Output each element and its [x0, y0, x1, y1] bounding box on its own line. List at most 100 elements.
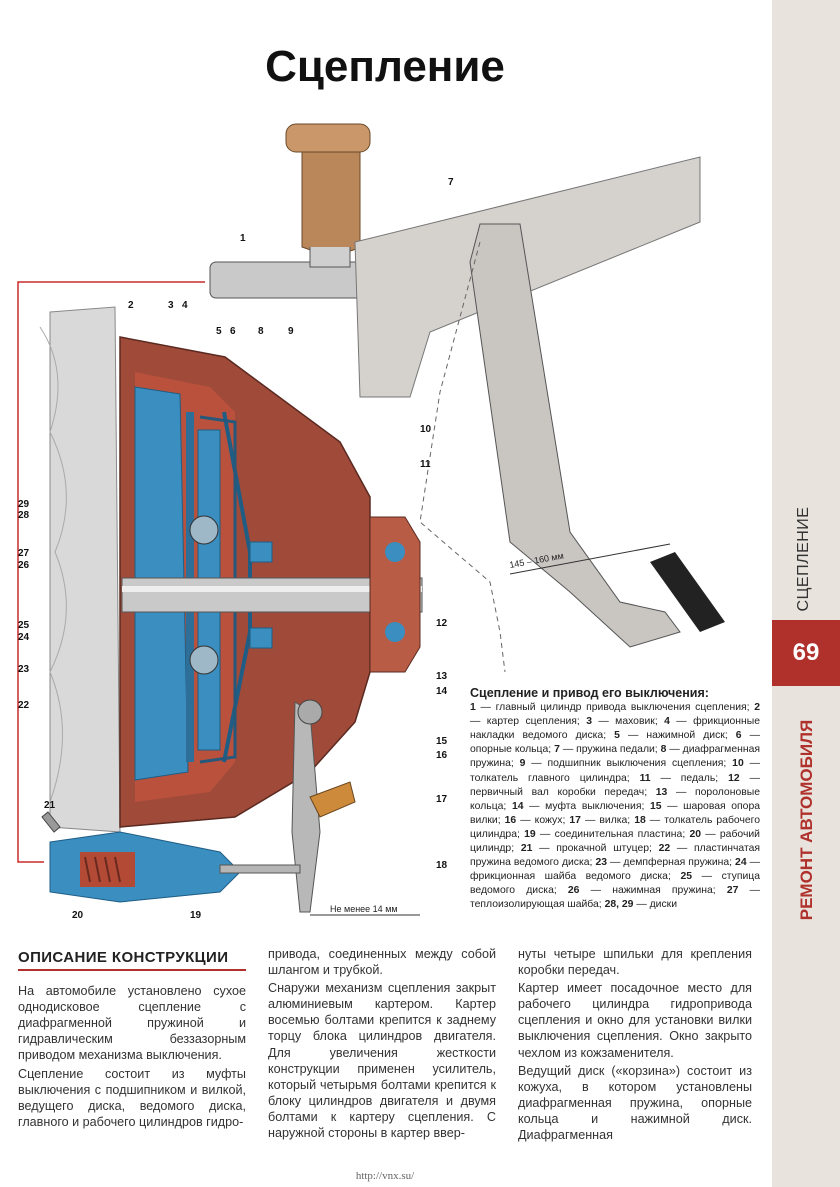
- legend-number: 26: [567, 885, 580, 897]
- legend-text: — нажимной диск;: [619, 730, 736, 742]
- bleeder-fitting: [41, 811, 61, 833]
- legend-number: 25: [680, 871, 692, 883]
- text-column-1: ОПИСАНИЕ КОНСТРУКЦИИ На автомобиле устан…: [18, 949, 246, 1132]
- legend-text: — теплоизолирующая шайба;: [470, 885, 760, 911]
- legend-text: — шаровая опора вилки;: [470, 800, 760, 826]
- legend-number: 8: [660, 744, 667, 756]
- caption-legend: 1 — главный цилиндр привода выключения с…: [470, 702, 760, 910]
- callout-11: 11: [420, 459, 431, 470]
- pedal-dimension-line: [509, 543, 671, 575]
- callout-26: 26: [18, 560, 30, 571]
- paragraph: Снаружи механизм сцепления закрыт алюмин…: [268, 981, 496, 1141]
- clutch-pedal: [469, 223, 681, 648]
- legend-number: 12: [728, 772, 740, 784]
- gearbox-bearing-housing: [369, 516, 421, 673]
- legend-number: 7: [554, 744, 560, 756]
- legend-number: 17: [569, 814, 581, 826]
- footer-url: http://vnx.su/: [355, 1170, 415, 1182]
- pedal-alt-position: [419, 241, 506, 673]
- callout-21: 21: [44, 800, 56, 811]
- callout-6: 6: [230, 326, 236, 337]
- callout-3: 3: [168, 300, 174, 311]
- legend-text: — ступица ведомого диска;: [470, 871, 760, 897]
- engine-block: [49, 306, 121, 833]
- legend-text: — фрикционные накладки ведомого диска;: [470, 716, 761, 742]
- callout-23: 23: [18, 664, 30, 675]
- section-heading: ОПИСАНИЕ КОНСТРУКЦИИ: [18, 949, 246, 972]
- legend-text: — кожух;: [516, 814, 570, 826]
- page-title: Сцепление: [265, 42, 505, 91]
- legend-text: — опорные кольца;: [470, 730, 761, 756]
- text-column-2: привода, соединенных между собой шлангом…: [268, 946, 496, 1143]
- fork-ball-support: [297, 699, 323, 725]
- sidebar: СЦЕПЛЕНИЕ 69 РЕМОНТ АВТОМОБИЛЯ: [772, 0, 840, 1187]
- legend-number: 20: [689, 828, 702, 840]
- legend-number: 9: [519, 758, 526, 770]
- callout-8: 8: [258, 326, 264, 337]
- paragraph: Сцепление состоит из муфты выключения с …: [18, 1066, 246, 1129]
- paragraph: На автомобиле установлено сухое однодиск…: [18, 984, 246, 1063]
- damper-spring-upper: [189, 515, 219, 545]
- callout-18: 18: [436, 860, 448, 871]
- legend-text: — толкатель главного цилиндра;: [470, 758, 760, 784]
- damper-spring-lower: [189, 645, 219, 675]
- callout-7: 7: [448, 177, 454, 188]
- legend-text: — соединительная пластина;: [535, 828, 690, 840]
- legend-text: — демпферная пружина;: [607, 857, 736, 869]
- paragraph: Картер имеет посадочное место для рабоче…: [518, 981, 752, 1060]
- sidebar-top-panel: [772, 0, 840, 620]
- callout-29: 29: [18, 499, 30, 510]
- callout-4: 4: [182, 300, 188, 311]
- legend-text: — диски: [633, 899, 678, 911]
- legend-text: — поролоновые кольца;: [470, 786, 760, 812]
- sidebar-bottom-panel: [772, 686, 840, 1187]
- callout-13: 13: [436, 671, 448, 682]
- callout-15: 15: [436, 736, 448, 747]
- legend-number: 19: [524, 828, 536, 840]
- callout-27: 27: [18, 548, 30, 559]
- legend-number: 14: [511, 800, 524, 812]
- legend-text: — нажимная пружина;: [579, 885, 727, 897]
- clutch-diagram: 145 – 160 мм Не менее 14 мм 1 2 3 4 5 6 …: [17, 123, 725, 921]
- callout-17: 17: [436, 794, 448, 805]
- legend-text: — диафрагменная пружина;: [470, 744, 760, 770]
- slave-cylinder-pusher: [219, 864, 301, 874]
- legend-number: 4: [664, 716, 670, 728]
- legend-text: — рабочий цилиндр;: [470, 828, 760, 855]
- legend-number: 22: [658, 843, 671, 855]
- callout-9: 9: [288, 326, 294, 337]
- callout-14: 14: [436, 686, 448, 697]
- legend-text: — прокачной штуцер;: [532, 843, 659, 855]
- pusher-dimension-label: Не менее 14 мм: [330, 904, 398, 914]
- legend-number: 13: [655, 786, 668, 798]
- text-column-3: нуты четыре шпильки для крепления коробк…: [518, 946, 752, 1145]
- caption-title: Сцепление и привод его выключения:: [470, 686, 709, 700]
- legend-number: 28, 29: [604, 899, 634, 911]
- legend-number: 2: [754, 702, 760, 714]
- legend-number: 1: [470, 702, 476, 714]
- callout-20: 20: [72, 910, 84, 921]
- slave-cylinder: [49, 831, 241, 903]
- sidebar-section-label: СЦЕПЛЕНИЕ: [795, 506, 812, 612]
- paragraph: нуты четыре шпильки для крепления коробк…: [518, 947, 752, 978]
- hydraulic-line: [17, 281, 205, 863]
- callout-2: 2: [128, 300, 134, 311]
- legend-text: — фрикционная шайба ведомого диска;: [470, 857, 761, 883]
- callout-19: 19: [190, 910, 202, 921]
- callout-25: 25: [18, 620, 30, 631]
- legend-text: — муфта выключения;: [523, 800, 650, 812]
- legend-number: 15: [649, 800, 662, 812]
- release-bearing: [249, 541, 273, 563]
- callout-1: 1: [240, 233, 246, 244]
- legend-text: — картер сцепления;: [470, 716, 587, 728]
- figure-caption: Сцепление и привод его выключения: 1 — г…: [470, 686, 760, 913]
- legend-number: 18: [634, 814, 646, 826]
- callout-16: 16: [436, 750, 448, 761]
- callout-5: 5: [216, 326, 222, 337]
- callout-28: 28: [18, 510, 30, 521]
- legend-text: — вилка;: [580, 814, 635, 826]
- legend-text: — педаль;: [650, 772, 729, 784]
- legend-number: 6: [735, 730, 742, 742]
- legend-text: — первичный вал коробки передач;: [470, 772, 760, 798]
- paragraph: Ведущий диск («корзина») состоит из кожу…: [518, 1063, 752, 1143]
